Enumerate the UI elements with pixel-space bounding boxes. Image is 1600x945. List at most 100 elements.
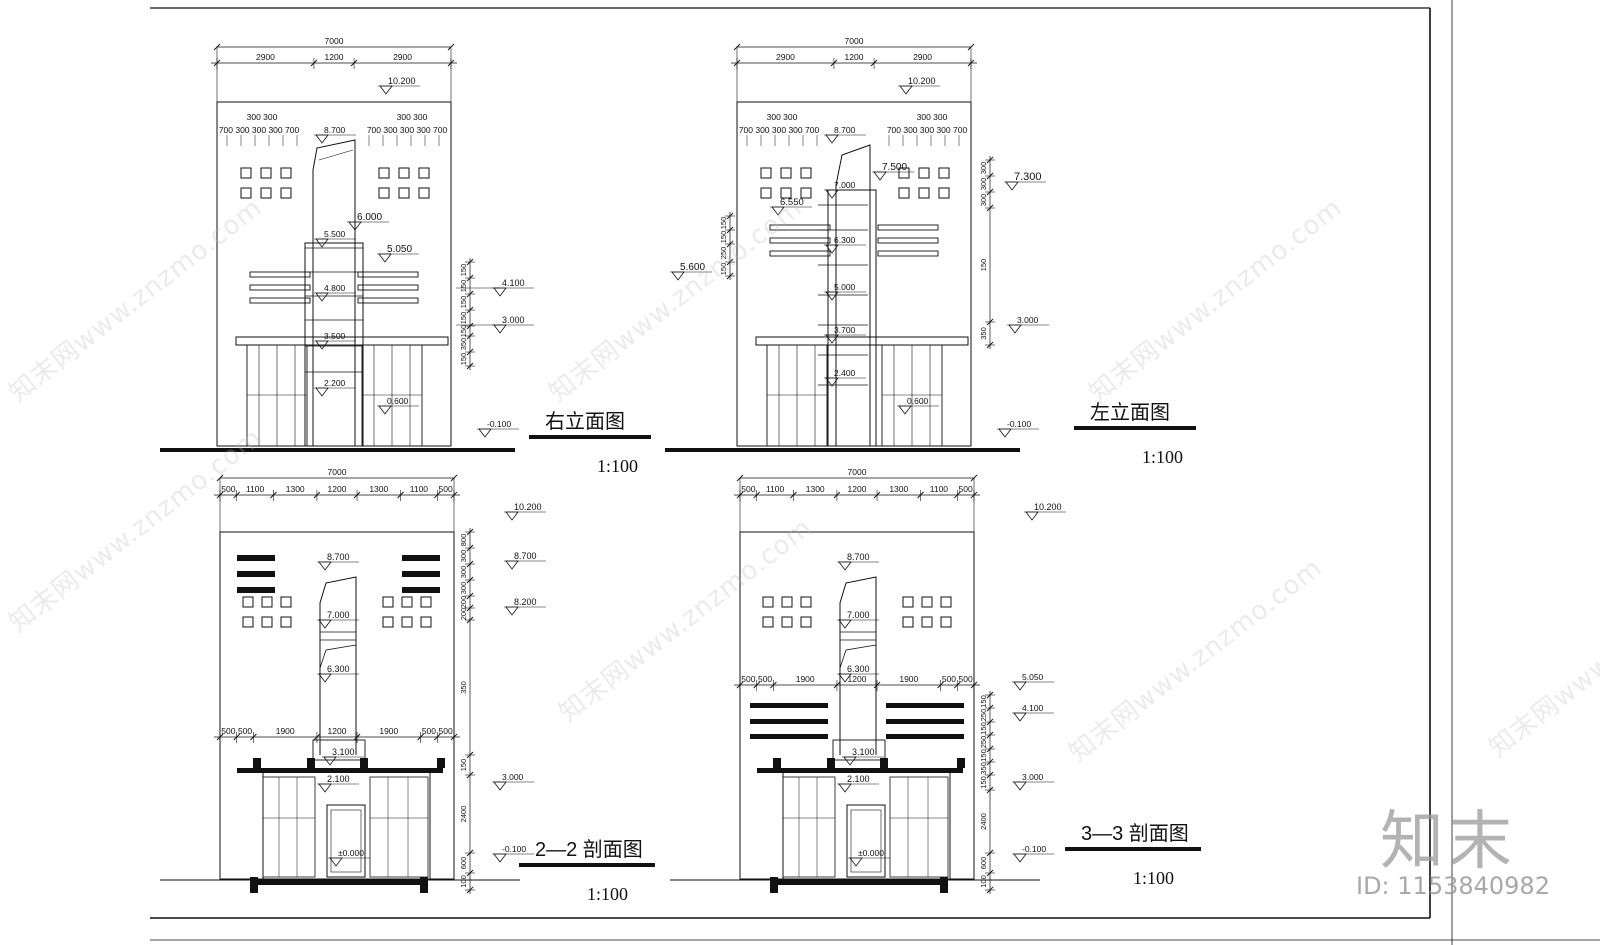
overall-dimension: 7000 [328, 467, 347, 477]
level-marker [998, 428, 1012, 438]
level-label: -0.100 [1007, 419, 1031, 429]
level-label: 3.000 [502, 315, 525, 325]
vertical-dimension-text: 300 [979, 178, 988, 191]
slab-beam [880, 758, 888, 768]
facade-band [249, 284, 311, 291]
level-marker [318, 619, 332, 629]
level-marker [323, 756, 337, 766]
window-opening [398, 187, 410, 199]
level-label: 3.100 [332, 747, 355, 757]
window-opening [898, 187, 910, 199]
window-opening [781, 616, 793, 628]
tower-edge [318, 149, 354, 161]
level-marker [378, 253, 392, 263]
dimension-text: 1100 [930, 484, 949, 494]
level-marker [315, 134, 329, 144]
level-label: 7.000 [327, 610, 350, 620]
dimension-text: 2900 [393, 52, 412, 62]
slab-beam [307, 758, 315, 768]
level-label: 5.500 [324, 229, 346, 239]
level-marker [1025, 511, 1039, 521]
overall-dimension: 7000 [325, 36, 344, 46]
level-label: 7.000 [847, 610, 870, 620]
vertical-dimension-text: 150 [979, 722, 988, 735]
window-opening [280, 596, 292, 608]
section-outline [219, 531, 455, 880]
title-underline [529, 435, 651, 439]
level-label: 0.600 [907, 396, 929, 406]
window-opening [800, 187, 812, 199]
window-opening [418, 187, 430, 199]
window-opening [382, 596, 394, 608]
dimension-text: 1300 [286, 484, 305, 494]
dimension-text: 1200 [848, 484, 867, 494]
level-marker [318, 673, 332, 683]
tower-shaft [312, 139, 356, 446]
tower-edge [319, 644, 357, 669]
level-label: 6.300 [327, 664, 350, 674]
level-marker [505, 606, 519, 616]
door-panel [330, 809, 362, 873]
dimension-text: 500 [942, 674, 956, 684]
vertical-dimension-text: 300 [459, 550, 468, 563]
level-marker [825, 134, 839, 144]
facade-band [877, 250, 939, 257]
vertical-dimension-text: 150 [719, 263, 728, 276]
title-underline [1065, 847, 1201, 851]
vertical-dimension-text: 200 [459, 596, 468, 609]
level-label: 4.100 [1022, 703, 1044, 713]
level-label: 10.200 [908, 76, 936, 86]
level-label: ±0.000 [858, 848, 884, 858]
window-opening [418, 167, 430, 179]
window-opening [260, 167, 272, 179]
level-marker [849, 857, 863, 867]
window-opening [398, 167, 410, 179]
dimension-text: 1100 [246, 484, 265, 494]
section-band [750, 703, 828, 708]
section-band [402, 587, 440, 593]
level-marker [505, 511, 519, 521]
vertical-dimension-text: 150 [459, 296, 468, 309]
roof-slab [237, 768, 443, 773]
floor-slab [770, 880, 948, 885]
view-scale: 1:100 [587, 884, 628, 904]
spacing-dimension: 700 300 300 300 700 [887, 125, 968, 135]
window-opening [940, 616, 952, 628]
window-opening [240, 187, 252, 199]
window-opening [938, 187, 950, 199]
dimension-text: 500 [439, 726, 453, 736]
vertical-dimension-text: 150 [719, 217, 728, 230]
footing [420, 877, 428, 893]
level-label: 5.050 [1022, 672, 1044, 682]
vertical-dimension-text: 150 [979, 695, 988, 708]
vertical-dimension-text: 250 [979, 736, 988, 749]
dimension-text: 500 [741, 674, 755, 684]
vertical-dimension-text: 250 [979, 709, 988, 722]
window-opening [280, 616, 292, 628]
level-label: 7.000 [834, 180, 856, 190]
dimension-text: 1100 [766, 484, 785, 494]
view-title: 3—3 剖面图 [1081, 822, 1189, 845]
entrance-canopy [235, 336, 449, 346]
view-title: 右立面图 [545, 410, 625, 433]
window-opening [921, 596, 933, 608]
dimension-text: 500 [238, 726, 252, 736]
dimension-text: 1900 [796, 674, 815, 684]
vertical-dimension-text: 200 [459, 608, 468, 621]
level-marker [318, 783, 332, 793]
vertical-dimension-text: 150 [459, 325, 468, 338]
facade-band [357, 271, 419, 278]
vertical-dimension-text: 600 [459, 857, 468, 870]
level-label: 3.000 [1022, 772, 1044, 782]
floor-slab [250, 880, 428, 885]
vertical-dimension-text: 100 [979, 875, 988, 888]
level-label: 3.700 [834, 325, 856, 335]
dimension-text: 1200 [845, 52, 864, 62]
level-marker [873, 171, 887, 181]
vertical-dimension-text: 300 [459, 582, 468, 595]
level-marker [378, 405, 392, 415]
level-marker [315, 292, 329, 302]
level-label: 2.400 [834, 368, 856, 378]
